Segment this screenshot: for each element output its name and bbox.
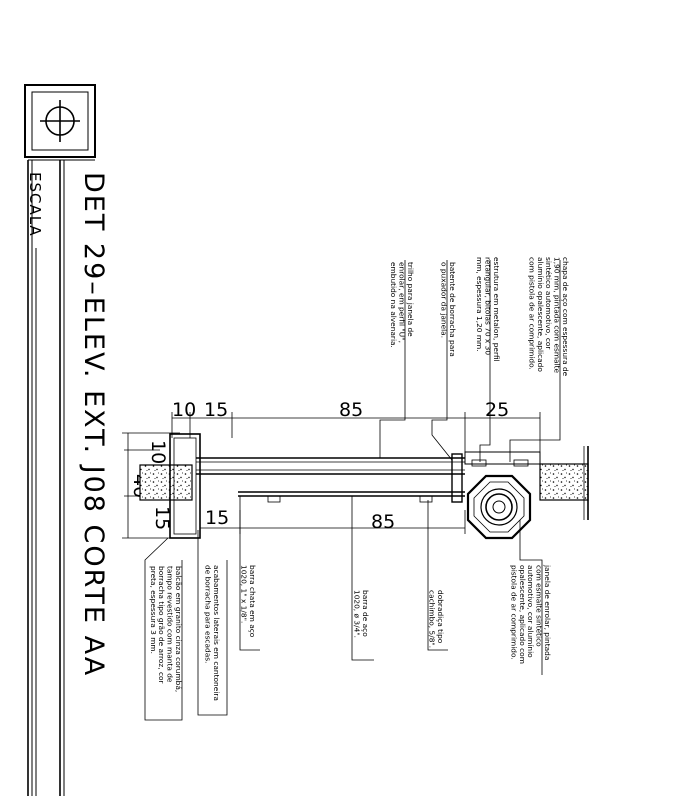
target-icon xyxy=(40,100,80,142)
svg-text:1020, 1" x 1/8".: 1020, 1" x 1/8". xyxy=(240,565,249,623)
svg-text:trilho para janela de: trilho para janela de xyxy=(406,262,415,337)
scale-label: ESCALA xyxy=(26,172,44,237)
svg-text:mm, espessura 1,20 mm.: mm, espessura 1,20 mm. xyxy=(475,257,484,352)
svg-text:com esmalte sintético: com esmalte sintético xyxy=(535,565,544,647)
svg-text:barra de aço: barra de aço xyxy=(361,590,370,637)
section-drawing xyxy=(139,433,589,540)
svg-text:dobradiça tipo: dobradiça tipo xyxy=(436,590,445,644)
dim-bottom-15: 15 xyxy=(205,507,229,529)
svg-text:de borracha para escadas.: de borracha para escadas. xyxy=(204,565,213,663)
svg-text:enrolar, em perfil "U",: enrolar, em perfil "U", xyxy=(398,262,407,343)
svg-text:retangular, bitolas 70 x 30: retangular, bitolas 70 x 30 xyxy=(484,257,493,355)
svg-text:acabamentos laterais em canton: acabamentos laterais em cantoneira xyxy=(212,565,221,701)
annotation-batente: batente de borracha para o puxador da ja… xyxy=(440,262,457,357)
svg-text:borracha tipo grão de arroz, c: borracha tipo grão de arroz, cor xyxy=(157,566,166,685)
svg-text:chapa de aço com espessura de: chapa de aço com espessura de xyxy=(561,257,570,377)
svg-text:barra chata em aço: barra chata em aço xyxy=(248,565,257,638)
annotation-balcao: balcão em granito cinza corumbá, tampo r… xyxy=(149,566,183,692)
title-block xyxy=(24,84,96,796)
dim-top-25: 25 xyxy=(485,399,509,421)
annotation-barra-aco: barra de aço 1020, ø 3/4". xyxy=(353,590,370,638)
dim-bottom-85: 85 xyxy=(371,511,395,533)
svg-text:com pistola de ar comprimido.: com pistola de ar comprimido. xyxy=(527,257,536,370)
svg-text:tampo revestido com manta de: tampo revestido com manta de xyxy=(166,566,175,683)
svg-text:1020, ø 3/4".: 1020, ø 3/4". xyxy=(353,590,362,638)
svg-text:cachimbo, 5/8".: cachimbo, 5/8". xyxy=(428,590,437,648)
drawing-title: DET 29–ELEV. EXT. J08 CORTE AA xyxy=(78,172,109,677)
svg-text:preta, espessura 3 mm.: preta, espessura 3 mm. xyxy=(149,566,158,654)
dim-left-10: 10 xyxy=(147,440,169,464)
svg-text:janela de enrolar, pintada: janela de enrolar, pintada xyxy=(543,564,552,660)
dim-left-15: 15 xyxy=(151,506,173,530)
annotation-trilho: trilho para janela de enrolar, em perfil… xyxy=(389,262,415,348)
annotation-chapa: chapa de aço com espessura de 1,90 mm, p… xyxy=(527,257,570,377)
svg-text:alumínio opalescente, aplicado: alumínio opalescente, aplicado xyxy=(536,257,545,372)
leader-lines xyxy=(144,260,561,721)
svg-text:automotivo, cor alumínio: automotivo, cor alumínio xyxy=(526,565,535,658)
svg-text:1,90 mm, pintada com esmalte: 1,90 mm, pintada com esmalte xyxy=(553,257,562,374)
svg-text:sintético automotivo, cor: sintético automotivo, cor xyxy=(544,257,553,350)
annotation-dobradica: dobradiça tipo cachimbo, 5/8". xyxy=(428,590,445,648)
dim-top-85: 85 xyxy=(339,399,363,421)
annotation-acabamento: acabamentos laterais em cantoneira de bo… xyxy=(204,565,221,701)
svg-text:pistola de ar comprimido.: pistola de ar comprimido. xyxy=(509,565,518,660)
dim-top-15: 15 xyxy=(204,399,228,421)
svg-text:embutido na alvenaria.: embutido na alvenaria. xyxy=(389,262,398,348)
svg-text:balcão em granito cinza corumb: balcão em granito cinza corumbá, xyxy=(174,566,183,692)
svg-text:o puxador da janela.: o puxador da janela. xyxy=(440,262,449,338)
annotation-barra-chata: barra chata em aço 1020, 1" x 1/8". xyxy=(240,565,257,638)
dim-top-10: 10 xyxy=(172,399,196,421)
annotation-janela: janela de enrolar, pintada com esmalte s… xyxy=(509,564,552,664)
svg-text:estrutura em metalon, perfil: estrutura em metalon, perfil xyxy=(492,257,501,362)
annotation-estrutura: estrutura em metalon, perfil retangular,… xyxy=(475,257,501,362)
svg-text:opalescente, aplicado com: opalescente, aplicado com xyxy=(518,565,527,664)
svg-text:batente de borracha para: batente de borracha para xyxy=(448,262,457,357)
